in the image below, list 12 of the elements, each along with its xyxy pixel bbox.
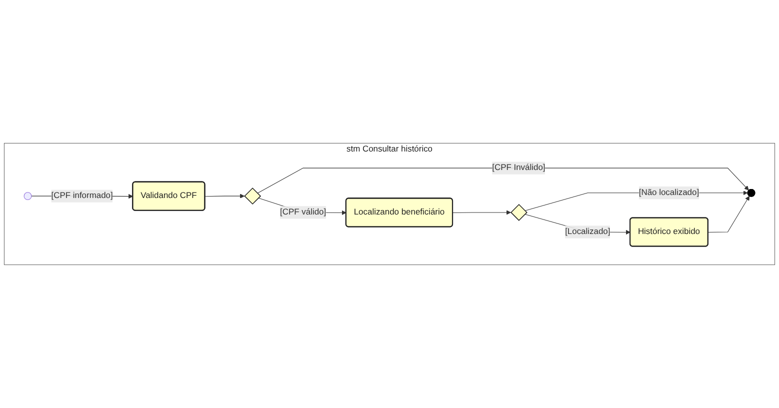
edge-label: [Localizado] bbox=[565, 227, 610, 236]
arrow bbox=[452, 210, 511, 215]
edge-label: [CPF Inválido] bbox=[492, 163, 546, 172]
edge-label: [CPF informado] bbox=[51, 191, 113, 200]
node-diamond bbox=[244, 188, 262, 205]
arrow bbox=[204, 194, 245, 198]
arrow bbox=[708, 196, 750, 233]
arrow bbox=[257, 168, 749, 194]
node-circle bbox=[24, 192, 32, 200]
node-diamond bbox=[510, 204, 528, 221]
edge-label: [Não localizado] bbox=[638, 188, 700, 198]
edge-label: [CPF válido] bbox=[280, 208, 326, 217]
